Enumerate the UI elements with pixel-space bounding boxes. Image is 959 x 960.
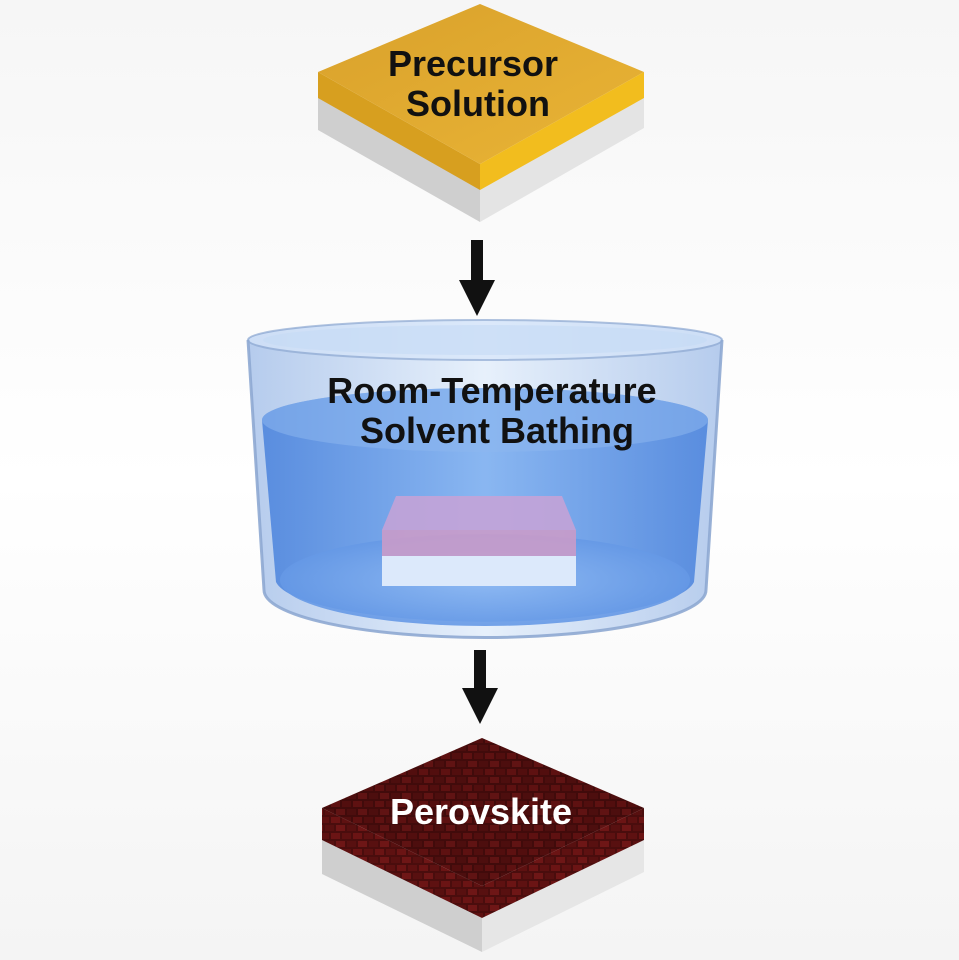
- solvent-bath: [246, 319, 724, 639]
- precursor-top-face: [318, 4, 644, 164]
- bath-film: [382, 496, 576, 586]
- precursor-label-line-2: Solution: [406, 83, 550, 124]
- down-arrow-2-icon: [462, 650, 498, 724]
- bath-label-line-2: Solvent Bathing: [360, 410, 634, 451]
- down-arrow-1-icon: [459, 240, 495, 316]
- bath-label: Room-Temperature Solvent Bathing: [327, 370, 666, 451]
- precursor-label: Precursor Solution: [388, 43, 568, 124]
- perovskite-substrate: [322, 738, 644, 952]
- perovskite-label: Perovskite: [390, 791, 572, 832]
- precursor-label-line-1: Precursor: [388, 43, 558, 84]
- perovskite-top-face: [322, 738, 644, 886]
- precursor-substrate: [318, 4, 644, 222]
- perovskite-label-line-1: Perovskite: [390, 791, 572, 832]
- bath-label-line-1: Room-Temperature: [327, 370, 656, 411]
